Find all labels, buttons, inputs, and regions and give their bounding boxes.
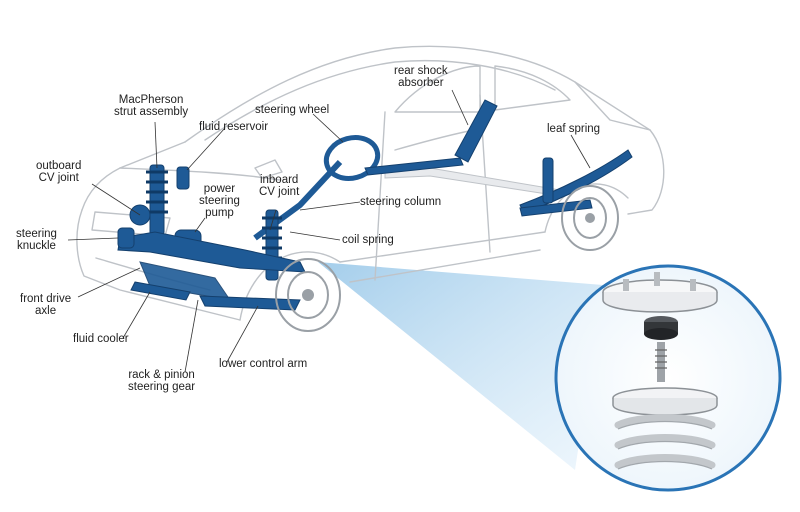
label-coil-spring: coil spring [342, 234, 394, 246]
zoom-callout [554, 264, 782, 492]
label-macpherson-strut: MacPherson strut assembly [114, 94, 189, 118]
label-rack-pinion-steering-gear: rack & pinion steering gear [128, 369, 196, 393]
leader-lines [67, 89, 591, 373]
label-rear-shock-absorber: rear shock absorber [394, 65, 448, 89]
front-suspension [117, 164, 306, 311]
label-steering-column: steering column [360, 196, 442, 208]
label-leaf-spring: leaf spring [547, 123, 601, 135]
label-outboard-cv-joint: outboard CV joint [36, 160, 82, 184]
front-wheel [275, 258, 341, 332]
label-lower-control-arm: lower control arm [219, 358, 308, 370]
rear-suspension [364, 99, 633, 217]
label-power-steering-pump: power steering pump [199, 183, 240, 219]
label-steering-knuckle: steering knuckle [16, 228, 57, 252]
label-steering-wheel: steering wheel [255, 104, 330, 116]
rear-wheel [561, 185, 619, 251]
label-inboard-cv-joint: inboard CV joint [259, 174, 300, 198]
label-fluid-cooler: fluid cooler [73, 333, 129, 345]
label-fluid-reservoir: fluid reservoir [199, 121, 269, 133]
zoom-beam [318, 262, 603, 470]
label-front-drive-axle: front drive axle [20, 293, 72, 317]
